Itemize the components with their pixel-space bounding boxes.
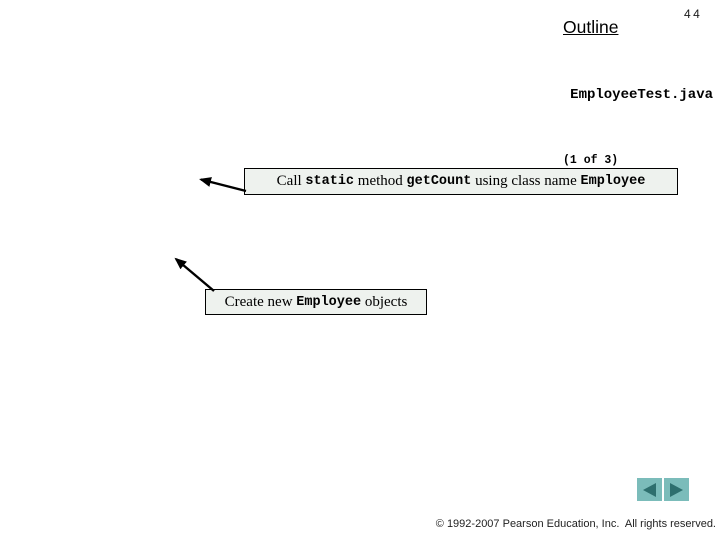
callout-getcount-box: Call static method getCount using class … [244,168,678,195]
slide-title: Outline [563,17,619,37]
previous-slide-button[interactable] [637,478,662,501]
callout-text-segment: Employee [296,294,362,310]
callout-text-segment: static [305,174,355,189]
copyright-notice: © 1992-2007 Pearson Education, Inc. All … [435,518,716,530]
callout-arrow-create-objects [174,257,215,292]
callout-text-segment: Employee [580,174,646,189]
callout-text-segment: method [354,173,407,189]
back-triangle-icon [643,482,656,497]
callout-text-segment: Create new [224,293,297,310]
next-slide-button[interactable] [664,478,689,501]
callout-text-segment: getCount [406,174,472,189]
slide-page-number: 44 [684,7,703,21]
callout-text-segment: Call [276,173,306,189]
callout-create-objects-box: Create new Employee objects [205,289,427,315]
forward-triangle-icon [670,482,683,497]
source-file-label: EmployeeTest.java [570,87,713,103]
callout-text-segment: using class name [471,173,581,189]
callout-text-segment: objects [361,293,408,310]
file-part-label: (1 of 3) [563,154,619,167]
callout-arrow-getcount [199,177,247,193]
